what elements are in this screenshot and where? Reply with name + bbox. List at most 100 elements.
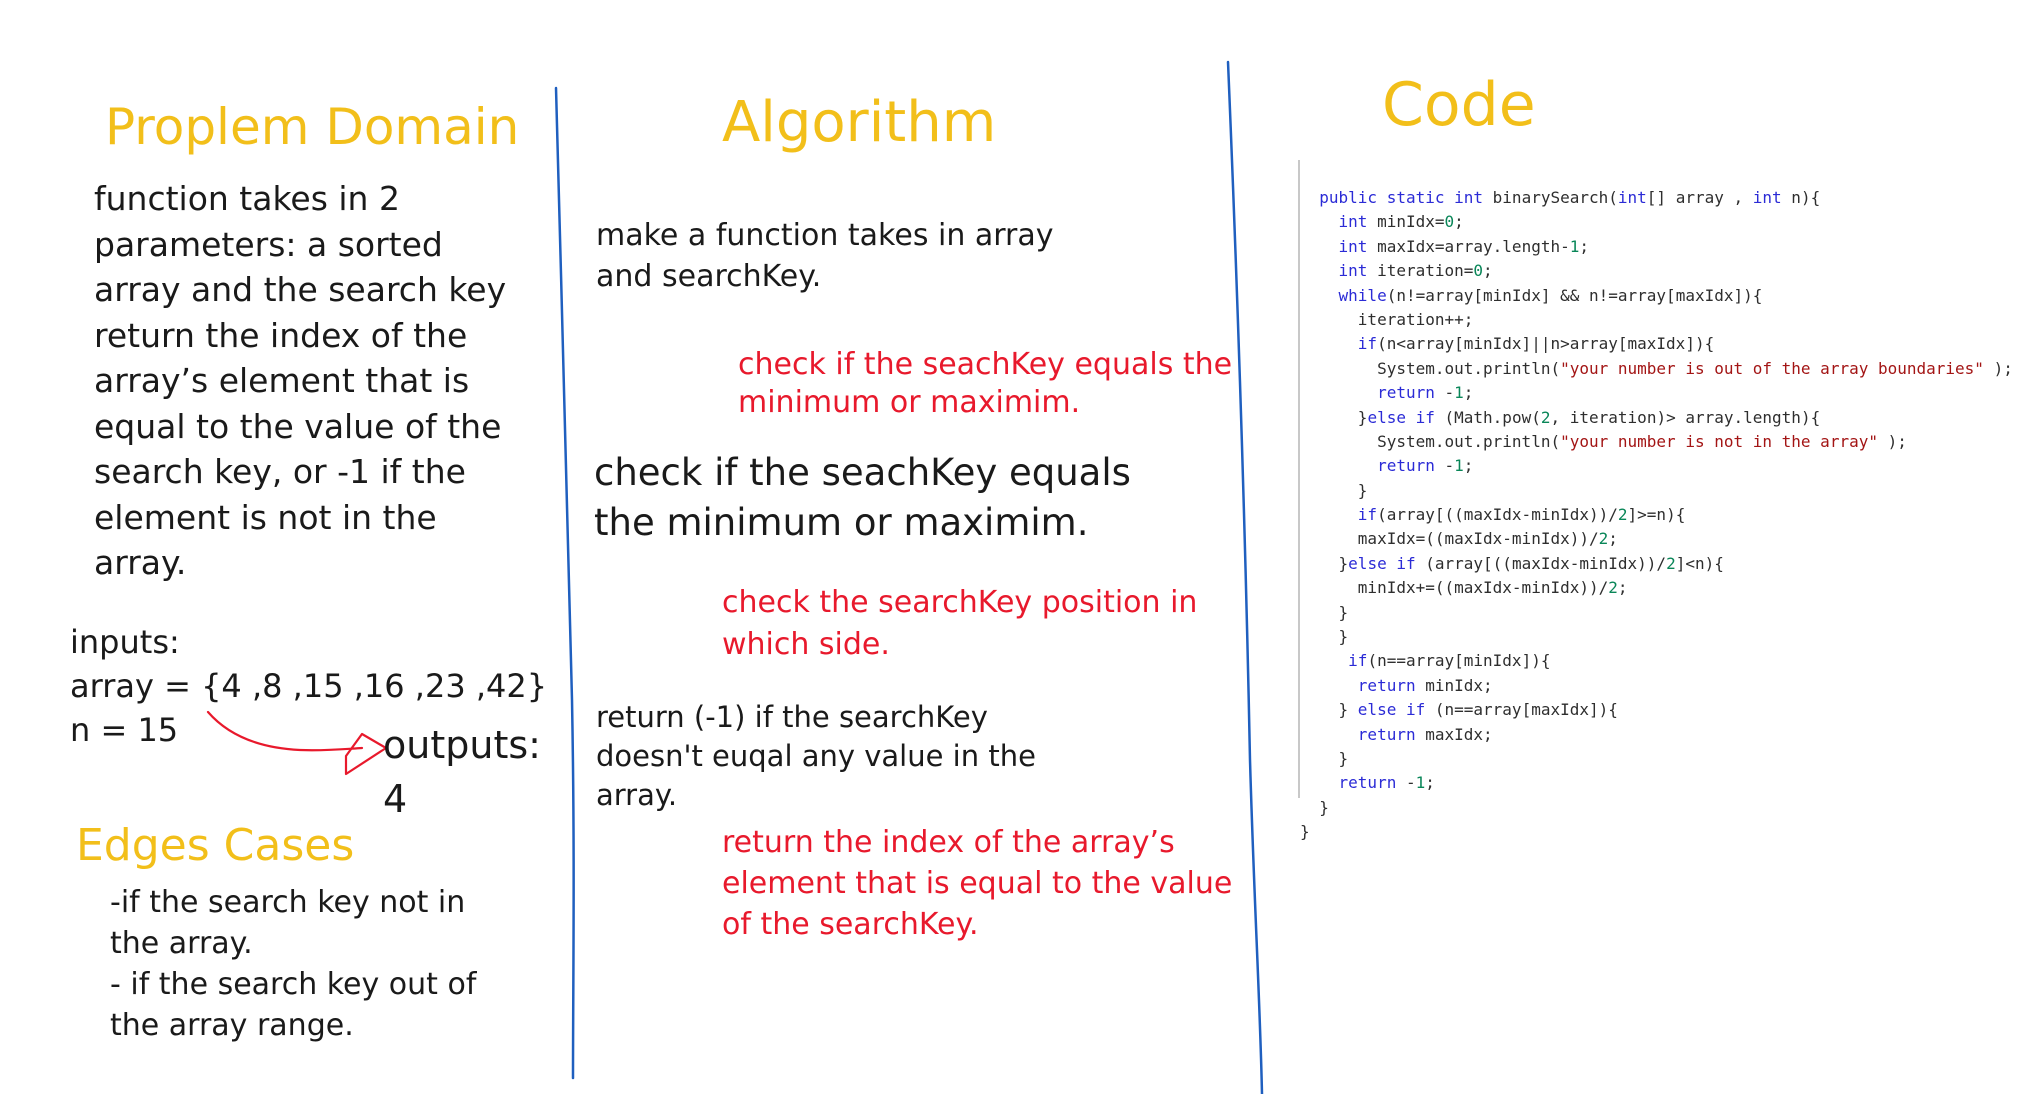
code-line: maxIdx=((maxIdx-minIdx))/2; — [1300, 527, 2035, 551]
code-token: else if — [1367, 407, 1435, 427]
code-token: maxIdx=((maxIdx-minIdx))/ — [1300, 529, 1599, 549]
code-line: if(n==array[minIdx]){ — [1300, 649, 2035, 673]
code-token: } — [1300, 407, 1368, 427]
code-token: ); — [1983, 358, 2013, 378]
code-token: } — [1300, 822, 1310, 842]
code-line: }else if (Math.pow(2, iteration)> array.… — [1300, 406, 2035, 430]
code-token: 1 — [1569, 236, 1580, 256]
code-token: return — [1377, 456, 1435, 476]
code-token: 0 — [1444, 212, 1455, 232]
code-token — [1300, 725, 1358, 744]
algorithm-step-1: make a function takes in array and searc… — [596, 218, 1054, 294]
code-token: int — [1338, 236, 1368, 256]
code-token: ; — [1483, 261, 1493, 281]
code-token: } — [1300, 627, 1349, 647]
code-token — [1300, 773, 1339, 792]
code-token: - — [1396, 773, 1416, 793]
code-token: n){ — [1781, 188, 1821, 207]
code-token: if — [1348, 651, 1368, 671]
code-token: int — [1338, 212, 1368, 232]
code-token — [1300, 456, 1377, 475]
code-token — [1300, 676, 1358, 695]
code-token: if — [1357, 334, 1378, 354]
edge-cases-title: Edges Cases — [76, 820, 355, 871]
code-token: 0 — [1473, 261, 1484, 281]
code-line: }else if (array[((maxIdx-minIdx))/2]<n){ — [1300, 552, 2035, 576]
code-line: } — [1300, 601, 2035, 625]
code-line: return -1; — [1300, 771, 2035, 795]
code-line: int minIdx=0; — [1300, 210, 2035, 234]
code-token: ); — [1877, 431, 1907, 451]
code-line: if(array[((maxIdx-minIdx))/2]>=n){ — [1300, 503, 2035, 527]
code-line: } — [1300, 747, 2035, 771]
code-token: (Math.pow( — [1434, 407, 1541, 427]
code-token: else if — [1348, 553, 1416, 573]
code-token: ; — [1454, 212, 1464, 232]
code-token: 2 — [1540, 407, 1551, 427]
code-token: ; — [1579, 236, 1590, 256]
code-line: System.out.println("your number is out o… — [1300, 357, 2035, 381]
algorithm-title: Algorithm — [722, 90, 997, 155]
code-token: (n==array[maxIdx]){ — [1425, 700, 1618, 720]
code-token: return — [1357, 675, 1416, 695]
code-line: } — [1300, 479, 2035, 503]
code-token: ; — [1463, 456, 1474, 476]
code-token: (n!=array[minIdx] && n!=array[maxIdx]){ — [1386, 285, 1763, 305]
code-line: if(n<array[minIdx]||n>array[maxIdx]){ — [1300, 332, 2035, 356]
code-line: return -1; — [1300, 454, 2035, 478]
code-token: 2 — [1617, 505, 1628, 525]
algorithm-note-3: return the index of the array’s element … — [722, 825, 1233, 942]
algorithm-step-3: return (-1) if the searchKey doesn't euq… — [596, 700, 1036, 812]
algorithm-step-2: check if the seachKey equals the minimum… — [594, 451, 1131, 544]
column-divider-left — [554, 86, 575, 1080]
code-token: 1 — [1454, 383, 1464, 403]
code-token — [1300, 188, 1319, 207]
code-token: "your number is not in the array" — [1560, 431, 1878, 451]
code-token: binarySearch( — [1483, 188, 1618, 207]
code-token: ]>=n){ — [1627, 505, 1686, 525]
inputs-example: inputs: array = {4 ,8 ,15 ,16 ,23 ,42} n… — [70, 623, 548, 749]
code-token: minIdx= — [1367, 212, 1445, 232]
code-token — [1300, 286, 1339, 305]
code-line: return maxIdx; — [1300, 723, 2035, 747]
code-token: System.out.println( — [1300, 431, 1561, 451]
column-divider-right — [1226, 60, 1264, 1094]
code-line: System.out.println("your number is not i… — [1300, 430, 2035, 454]
code-token: return — [1357, 724, 1416, 744]
code-token: return — [1377, 383, 1435, 403]
code-token: iteration= — [1367, 261, 1474, 281]
code-token: (array[((maxIdx-minIdx))/ — [1415, 553, 1667, 573]
problem-domain-description: function takes in 2 parameters: a sorted… — [94, 179, 507, 582]
code-token: (array[((maxIdx-minIdx))/ — [1377, 505, 1618, 525]
code-token — [1300, 505, 1358, 524]
code-token: ; — [1463, 383, 1474, 403]
code-token: public static int — [1319, 188, 1484, 207]
code-token: , iteration)> array.length){ — [1550, 407, 1821, 427]
code-line: return -1; — [1300, 381, 2035, 405]
code-token: return — [1338, 773, 1397, 793]
code-token — [1300, 237, 1339, 256]
algorithm-note-2: check the searchKey position in which si… — [722, 585, 1198, 662]
code-line: } — [1300, 625, 2035, 649]
code-line: while(n!=array[minIdx] && n!=array[maxId… — [1300, 284, 2035, 308]
code-token: ]<n){ — [1675, 553, 1724, 573]
code-line: minIdx+=((maxIdx-minIdx))/2; — [1300, 576, 2035, 600]
code-gutter-line — [1298, 160, 1300, 798]
code-line: } — [1300, 796, 2035, 820]
outputs-example: outputs: 4 — [383, 723, 541, 821]
code-token: 2 — [1608, 578, 1618, 598]
code-line: return minIdx; — [1300, 674, 2035, 698]
code-token: if — [1357, 505, 1378, 525]
code-line: iteration++; — [1300, 308, 2035, 332]
problem-domain-title: Proplem Domain — [105, 98, 520, 156]
input-output-arrow — [206, 710, 364, 752]
code-token: maxIdx; — [1415, 724, 1493, 744]
code-token: } — [1300, 797, 1329, 817]
code-token: System.out.println( — [1300, 358, 1561, 378]
code-line: int iteration=0; — [1300, 259, 2035, 283]
code-token: [] array , — [1646, 188, 1753, 207]
code-token — [1300, 334, 1358, 353]
edge-cases-text: -if the search key not in the array. - i… — [110, 885, 477, 1043]
code-token: 1 — [1454, 456, 1464, 476]
